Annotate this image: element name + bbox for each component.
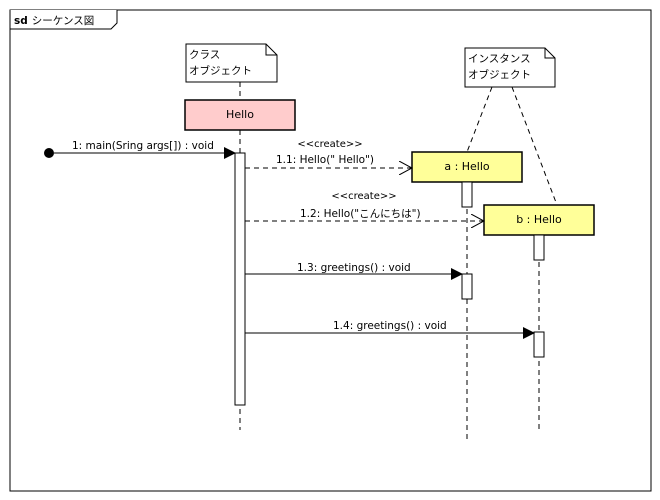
message-1-2-label: 1.2: Hello("こんにちは") bbox=[300, 208, 421, 220]
message-1-3-label: 1.3: greetings() : void bbox=[297, 262, 411, 274]
activation-a-create bbox=[461, 181, 473, 208]
lifeline-hello-label: Hello bbox=[226, 108, 254, 121]
instance-note-connector-b bbox=[511, 86, 558, 206]
class-note-line2: オブジェクト bbox=[189, 64, 252, 77]
class-note: クラス オブジェクト bbox=[185, 43, 278, 83]
activation-b-greetings bbox=[533, 331, 545, 358]
frame-label: sd シーケンス図 bbox=[14, 15, 94, 27]
message-1-label: 1: main(Sring args[]) : void bbox=[72, 140, 214, 152]
activation-a-greetings bbox=[461, 273, 473, 300]
found-message-start bbox=[44, 148, 54, 158]
activation-b-create bbox=[533, 234, 545, 261]
diagram-frame bbox=[9, 9, 652, 492]
instance-note-connector-a bbox=[466, 86, 493, 153]
class-note-line1: クラス bbox=[189, 49, 220, 61]
activation-hello bbox=[234, 152, 246, 406]
instance-note-line1: インスタンス bbox=[468, 53, 531, 65]
lifeline-hello-header bbox=[184, 99, 296, 131]
frame-keyword: sd bbox=[14, 15, 28, 27]
frame-label-tab bbox=[9, 10, 118, 30]
instance-note-line2: オブジェクト bbox=[468, 68, 531, 81]
message-1-1-stereotype: <<create>> bbox=[297, 139, 362, 150]
message-1-1-label: 1.1: Hello(" Hello") bbox=[276, 154, 374, 166]
frame-title: シーケンス図 bbox=[32, 15, 94, 27]
message-1-4-label: 1.4: greetings() : void bbox=[333, 320, 447, 332]
lifeline-b-label: b : Hello bbox=[516, 213, 562, 226]
instance-note: インスタンス オブジェクト bbox=[464, 47, 556, 88]
message-1-2-stereotype: <<create>> bbox=[331, 191, 396, 202]
lifeline-a-label: a : Hello bbox=[444, 160, 490, 173]
